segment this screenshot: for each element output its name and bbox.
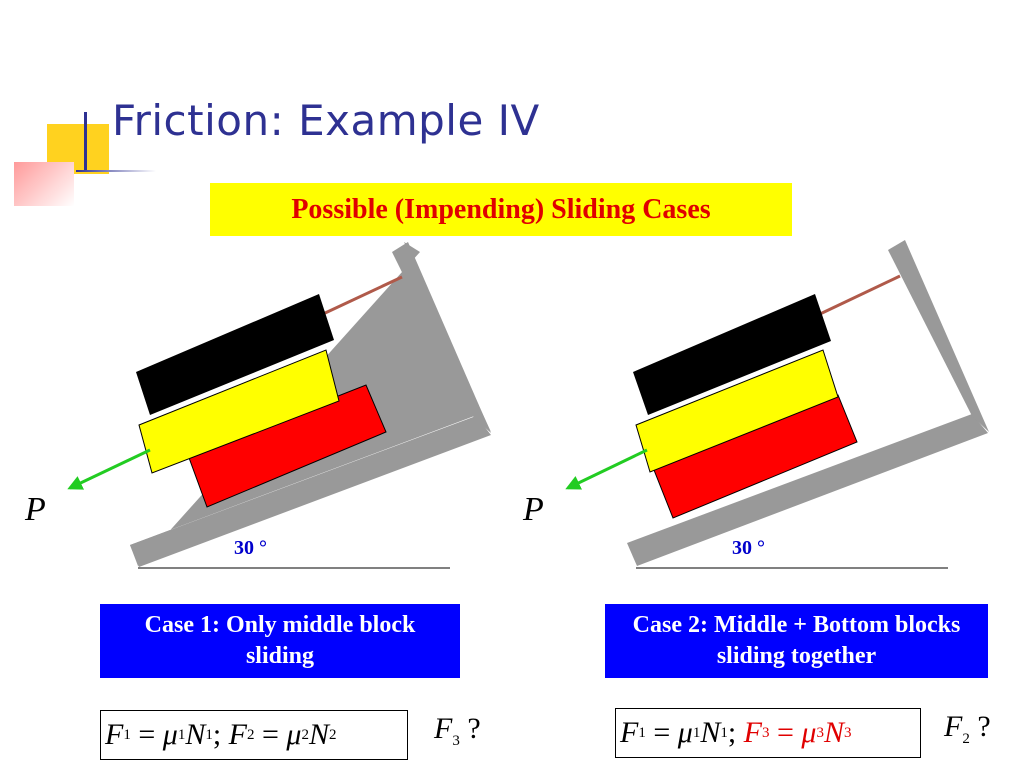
incline-upright-1 [392, 242, 491, 433]
force-label-2: P [522, 491, 544, 528]
subtitle-banner: Possible (Impending) Sliding Cases [210, 183, 792, 236]
eq2-f3-sub: 3 [762, 724, 770, 741]
incline-plane-1 [130, 416, 491, 567]
case-2-line-2: sliding together [716, 643, 877, 669]
case-1-line-2: sliding [245, 643, 315, 669]
incline-upright-2 [888, 240, 989, 432]
force-label-1: P [24, 491, 46, 528]
unknown-2-q: ? [977, 710, 991, 743]
eq2-n3: N [823, 716, 844, 749]
eq1-n1: N [185, 718, 206, 751]
unknown-2-sub: 2 [962, 731, 970, 747]
decor-divider-line [76, 170, 156, 172]
diagram-case-1: P 30 ° [24, 242, 491, 569]
incline-plane-2 [627, 414, 988, 566]
block-top-1 [136, 294, 334, 415]
unknown-case-1: F3 ? [434, 712, 481, 750]
unknown-1-f: F [434, 712, 453, 745]
rope-2 [819, 274, 901, 316]
eq1-f1: F [105, 718, 124, 751]
eq2-n3-sub: 3 [844, 724, 852, 741]
eq1-n1-sub: 1 [205, 726, 213, 743]
eq1-f1-sub: 1 [123, 726, 131, 743]
case-1-line-1: Case 1: Only middle block [144, 611, 416, 638]
angle-label-2: 30 ° [732, 537, 765, 559]
rope-1 [322, 275, 403, 316]
eq1-f2-sub: 2 [247, 726, 255, 743]
unknown-2-f: F [944, 710, 963, 743]
eq2-mu1-sub: 1 [692, 724, 701, 741]
block-middle-2 [635, 349, 839, 473]
eq2-f3: F [743, 716, 762, 749]
eq2-n1-sub: 1 [720, 724, 728, 741]
case-1-label: Case 1: Only middle block sliding [100, 604, 460, 678]
eq2-n1: N [700, 716, 721, 749]
diagram-case-2: P 30 ° [522, 240, 989, 569]
unknown-1-q: ? [467, 712, 481, 745]
decor-title-bar [84, 112, 87, 170]
eq1-mu2-sub: 2 [301, 726, 309, 743]
slide-title: Friction: Example IV [112, 96, 540, 145]
eq1-f2: F [228, 718, 247, 751]
eq2-mu1: μ [677, 716, 693, 749]
eq1-mu2: μ [286, 718, 302, 751]
case-2-label: Case 2: Middle + Bottom blocks sliding t… [605, 604, 988, 678]
eq1-n2-sub: 2 [329, 726, 337, 743]
unknown-case-2: F2 ? [944, 710, 991, 748]
decor-pink-square [14, 162, 74, 206]
case-2-line-1: Case 2: Middle + Bottom blocks [632, 611, 961, 638]
force-arrow-1 [67, 448, 151, 490]
eq1-mu1: μ [162, 718, 178, 751]
eq2-f1-sub: 1 [638, 724, 646, 741]
eq2-mu3: μ [801, 716, 817, 749]
block-middle-1 [138, 349, 340, 474]
eq2-mu3-sub: 3 [816, 724, 824, 741]
eq1-n2: N [308, 718, 329, 751]
force-arrow-2 [565, 448, 648, 490]
eq2-f1: F [620, 716, 639, 749]
eq1-mu1-sub: 1 [177, 726, 186, 743]
unknown-1-sub: 3 [452, 733, 460, 749]
block-top-2 [633, 294, 831, 415]
angle-label-1: 30 ° [234, 537, 267, 559]
